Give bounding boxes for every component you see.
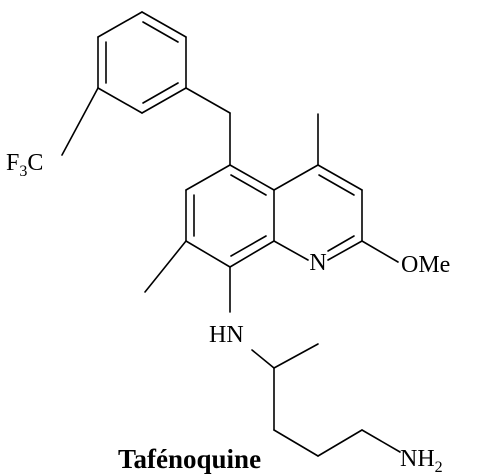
primary-amine-label: NH2	[400, 446, 443, 475]
quinoline-pyridine-ring	[273, 164, 363, 261]
ring-nitrogen-label: N	[309, 250, 326, 276]
methoxy-label: OMe	[401, 252, 450, 278]
cf3-label: F3C	[6, 150, 43, 180]
amine-side-chain	[251, 343, 401, 457]
quinoline-benzo-ring	[185, 164, 275, 268]
compound-name: Tafénoquine	[118, 444, 261, 474]
bond-methyl-c7	[144, 240, 187, 293]
bond-benzyl-1	[185, 87, 231, 114]
bond-cf3	[61, 87, 99, 156]
secondary-amine-label: HN	[209, 322, 244, 348]
bond-ome	[361, 240, 399, 263]
benzene-ring-top	[97, 11, 187, 114]
